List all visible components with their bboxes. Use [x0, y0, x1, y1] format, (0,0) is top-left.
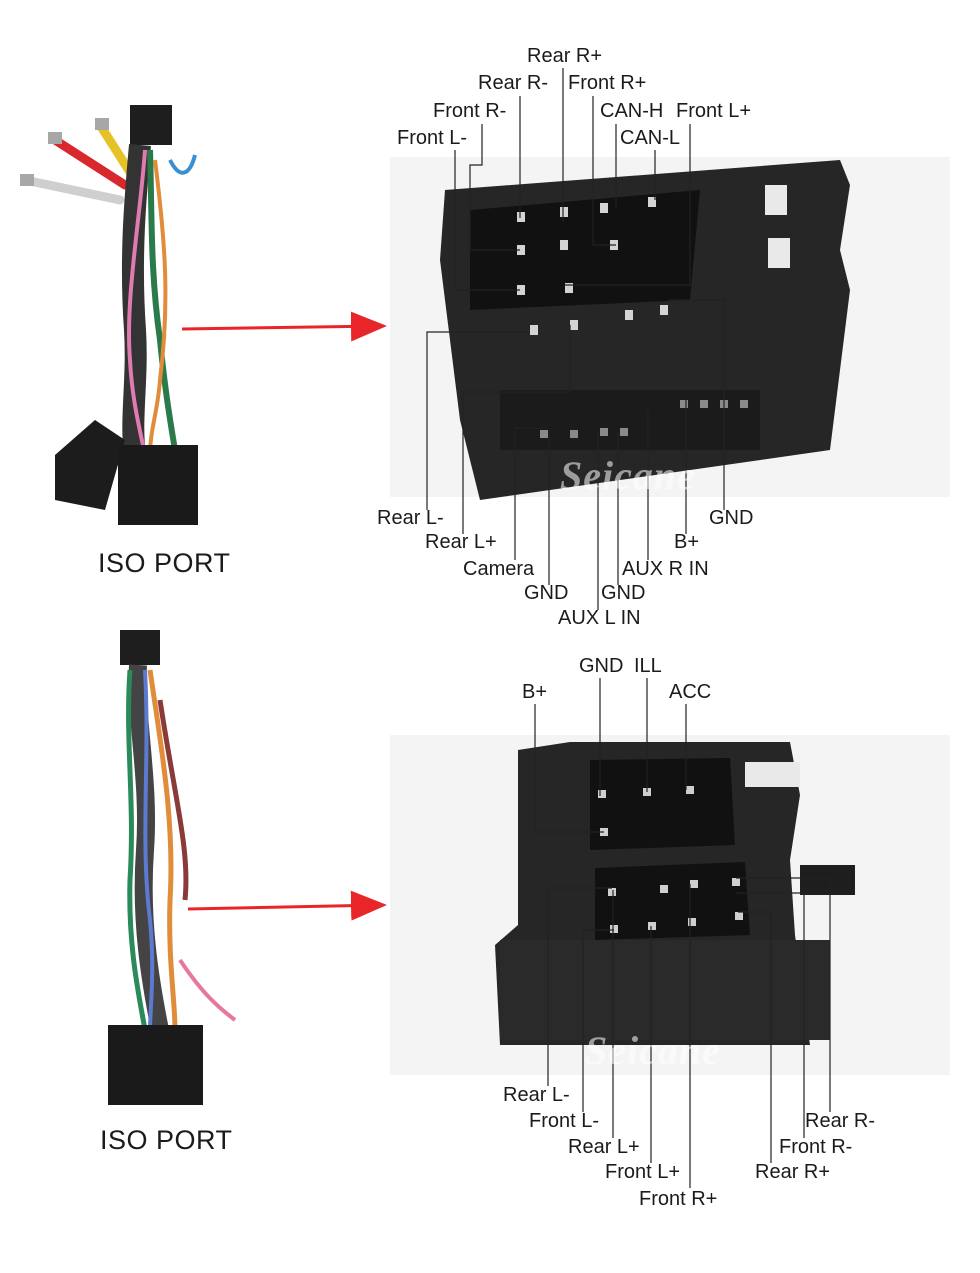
label-aux-l-in: AUX L IN	[558, 607, 641, 629]
watermark-bottom: Seicane	[585, 1028, 721, 1073]
arrow-bottom	[187, 890, 387, 921]
label-iso-rear-r-plus: Rear R+	[755, 1161, 831, 1183]
label-front-l-minus: Front L-	[397, 127, 468, 149]
caption-iso-port-bottom: ISO PORT	[100, 1125, 233, 1155]
label-b-plus-top: B+	[674, 531, 700, 553]
label-gnd-middle: GND	[601, 582, 646, 604]
label-iso-rear-l-plus: Rear L+	[568, 1136, 640, 1158]
harness-bottom-illustration	[108, 630, 237, 1105]
label-iso-front-r-plus: Front R+	[639, 1188, 718, 1210]
label-ill: ILL	[634, 655, 662, 677]
caption-iso-port-top: ISO PORT	[98, 548, 231, 578]
label-rear-r-minus: Rear R-	[478, 72, 549, 94]
label-camera: Camera	[463, 558, 535, 580]
label-iso-front-l-minus: Front L-	[529, 1110, 600, 1132]
leaders-bottom	[534, 678, 831, 1188]
label-iso-front-l-plus: Front L+	[605, 1161, 681, 1183]
label-gnd-right: GND	[709, 507, 754, 529]
label-rear-l-minus: Rear L-	[377, 507, 444, 529]
label-rear-r-plus: Rear R+	[527, 45, 603, 67]
label-front-l-plus: Front L+	[676, 100, 752, 122]
label-can-l: CAN-L	[620, 127, 681, 149]
label-gnd-left: GND	[524, 582, 569, 604]
label-gnd-iso: GND	[579, 655, 624, 677]
leaders-top	[426, 68, 725, 610]
label-front-r-minus: Front R-	[433, 100, 507, 122]
label-front-r-plus: Front R+	[568, 72, 647, 94]
connector-top	[440, 160, 850, 500]
label-can-h: CAN-H	[600, 100, 664, 122]
watermark-top: Seicane	[560, 453, 696, 498]
label-rear-l-plus: Rear L+	[425, 531, 497, 553]
harness-top-illustration	[20, 105, 198, 525]
label-aux-r-in: AUX R IN	[622, 558, 709, 580]
connector-bottom	[495, 742, 855, 1045]
arrow-top	[181, 311, 387, 342]
label-iso-front-r-minus: Front R-	[779, 1136, 853, 1158]
label-iso-rear-l-minus: Rear L-	[503, 1084, 570, 1106]
label-acc: ACC	[669, 681, 712, 703]
label-b-plus-iso: B+	[522, 681, 548, 703]
label-iso-rear-r-minus: Rear R-	[805, 1110, 876, 1132]
